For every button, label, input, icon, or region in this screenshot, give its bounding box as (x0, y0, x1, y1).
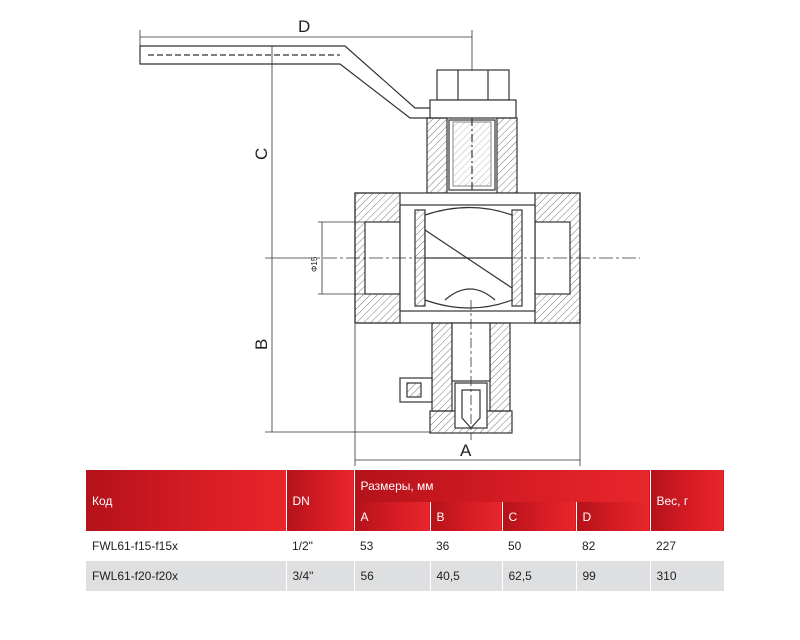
dim-bore (318, 221, 365, 295)
cell-d: 82 (576, 531, 650, 561)
header-b: B (429, 502, 502, 531)
dim-label-d: D (298, 17, 310, 36)
header-weight: Вес, г (649, 470, 724, 531)
dim-d (139, 30, 473, 70)
spec-table: Код DN Размеры, мм Вес, г A B C D FWL61-… (86, 470, 724, 591)
cell-code: FWL61-f20-f20x (86, 561, 286, 591)
table-row: FWL61-f20-f20x 3/4" 56 40,5 62,5 99 310 (86, 561, 724, 591)
dim-a (354, 323, 581, 466)
cell-weight: 227 (650, 531, 724, 561)
cell-b: 36 (430, 531, 502, 561)
dim-cb (265, 46, 430, 433)
table-row: FWL61-f15-f15x 1/2" 53 36 50 82 227 (86, 531, 724, 561)
header-d: D (575, 502, 650, 531)
stem-housing (426, 117, 518, 200)
header-dims: Размеры, мм (353, 470, 650, 502)
cell-d: 99 (575, 561, 650, 591)
cell-a: 53 (354, 531, 430, 561)
drain-housing (399, 322, 513, 434)
cell-b: 40,5 (429, 561, 502, 591)
dim-label-c: C (252, 148, 271, 160)
header-c: C (501, 502, 576, 531)
handle-lever (139, 45, 441, 119)
header-code: Код (86, 470, 286, 531)
dim-label-bore: Φ15 (310, 256, 319, 272)
cell-dn: 1/2" (286, 531, 354, 561)
cell-c: 62,5 (501, 561, 576, 591)
header-a: A (353, 502, 430, 531)
cell-code: FWL61-f15-f15x (86, 531, 286, 561)
header-dn: DN (285, 470, 354, 531)
valve-technical-drawing: D C B Φ15 A (139, 17, 640, 466)
stem-nut (429, 69, 517, 119)
cell-a: 56 (353, 561, 430, 591)
cell-dn: 3/4" (285, 561, 354, 591)
cell-c: 50 (502, 531, 576, 561)
dim-label-a: A (460, 441, 472, 460)
dim-label-b: B (252, 339, 271, 350)
cell-weight: 310 (649, 561, 724, 591)
